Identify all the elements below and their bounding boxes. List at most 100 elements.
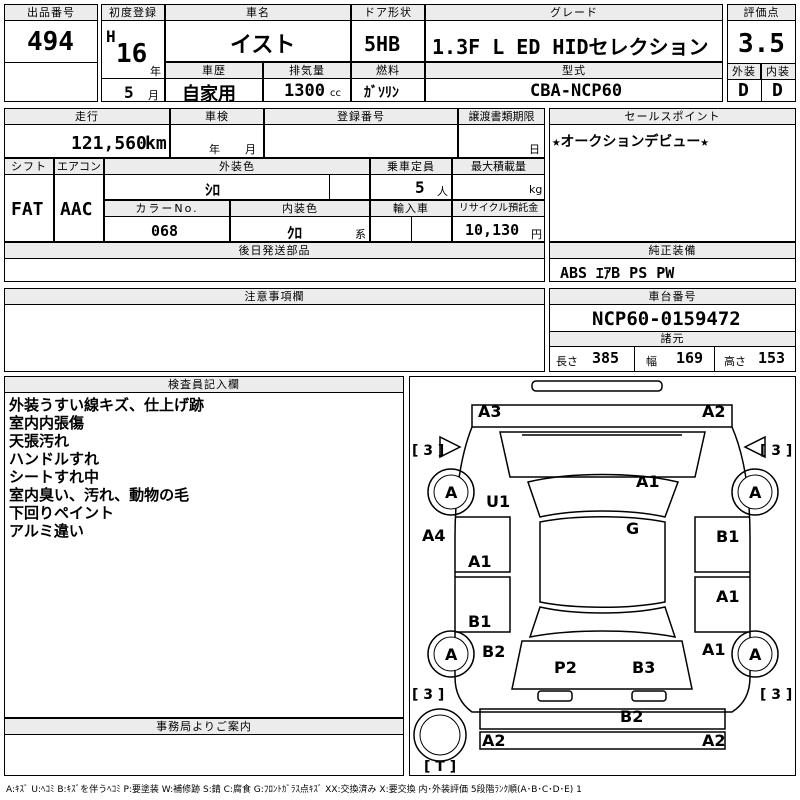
displacement: 1300 xyxy=(284,81,325,101)
displacement-cell: 排気量 1300 cc xyxy=(263,62,351,102)
spec-label: 諸元 xyxy=(549,331,796,347)
exterior-score: D xyxy=(738,80,749,101)
registration-number-label: 登録番号 xyxy=(265,109,457,125)
mark-a2-rear-right: A2 xyxy=(702,731,726,750)
tread-rear-right: [ 3 ] xyxy=(760,687,792,703)
chassis-number-label: 車台番号 xyxy=(550,289,795,305)
tire-rear-right-mark: A xyxy=(749,645,762,664)
shift: FAT xyxy=(11,199,44,220)
fuel: ｶﾞｿﾘﾝ xyxy=(364,85,399,101)
mark-b1-right: B1 xyxy=(716,527,739,546)
inspector-note-line: 室内臭い、汚れ、動物の毛 xyxy=(9,486,190,504)
inspector-note-line: 外装うすい線キズ、仕上げ跡 xyxy=(9,396,205,414)
inspection-month-unit: 月 xyxy=(245,143,256,156)
inspector-note-line: 室内内張傷 xyxy=(9,414,85,432)
interior-label: 内装 xyxy=(761,64,795,80)
overall-score: 3.5 xyxy=(738,29,785,59)
width: 169 xyxy=(676,349,704,367)
sales-point: ★オークションデビュー★ xyxy=(552,134,709,150)
inspector-notes-cell: 検査員記入欄 外装うすい線キズ、仕上げ跡室内内張傷天張汚れハンドルすれシートすれ… xyxy=(4,376,404,718)
aircon: AAC xyxy=(60,199,93,220)
grade-label: グレード xyxy=(426,5,722,21)
recycle-label: リサイクル預託金 xyxy=(453,201,544,217)
inspector-notes-list: 外装うすい線キズ、仕上げ跡室内内張傷天張汚れハンドルすれシートすれ中室内臭い、汚… xyxy=(9,396,204,540)
inspector-note-line: アルミ違い xyxy=(9,522,84,540)
genuine-equipment: ABS ｴｱB PS PW xyxy=(560,264,675,282)
interior-color-label: 内装色 xyxy=(231,201,369,217)
inspection-label: 車検 xyxy=(171,109,263,125)
registration-year: 16 xyxy=(116,39,148,69)
car-name: イスト xyxy=(230,33,296,58)
mark-a1-right2: A1 xyxy=(702,640,726,659)
sales-point-label: セールスポイント xyxy=(550,109,795,125)
displacement-label: 排気量 xyxy=(264,63,350,79)
history-cell: 車歴 自家用 xyxy=(165,62,263,105)
mark-a2-top: A2 xyxy=(702,402,726,421)
mark-a4: A4 xyxy=(422,526,446,545)
genuine-equipment-label: 純正装備 xyxy=(550,243,795,259)
inspection-cell: 車検 年 月 xyxy=(170,108,264,158)
chassis-number: NCP60-0159472 xyxy=(592,308,741,330)
recycle-deposit: 10,130 xyxy=(465,221,520,239)
mark-b1-left: B1 xyxy=(468,612,491,631)
tire-front-right-mark: A xyxy=(749,483,762,502)
first-registration-cell: 初度登録 H 16 年 5 月 xyxy=(101,4,165,102)
car-name-label: 車名 xyxy=(166,5,350,21)
door-type: 5HB xyxy=(364,32,401,56)
tread-rear-left: [ 3 ] xyxy=(412,687,444,703)
mark-b2-left: B2 xyxy=(482,642,505,661)
tread-front-right: [ 3 ] xyxy=(760,443,792,459)
mark-a3: A3 xyxy=(478,402,502,421)
mileage-cell: 走行 121,560 km xyxy=(4,108,170,158)
registration-era: H xyxy=(106,27,116,46)
exterior-color-label: 外装色 xyxy=(105,159,369,175)
spare-tire-mark: [ T ] xyxy=(424,759,456,775)
max-load-cell: 最大積載量 kg xyxy=(452,158,545,200)
interior-color-unit: 系 xyxy=(355,228,366,241)
interior-score: D xyxy=(772,80,783,101)
lot-number-cell: 出品番号 494 xyxy=(4,4,98,102)
fuel-cell: 燃料 ｶﾞｿﾘﾝ xyxy=(351,62,425,102)
shift-label: シフト xyxy=(5,159,53,175)
color-number: 068 xyxy=(151,222,179,240)
aircon-cell: エアコン AAC xyxy=(54,158,104,242)
width-label: 幅 xyxy=(646,355,657,368)
first-registration-label: 初度登録 xyxy=(102,5,164,21)
mark-b3: B3 xyxy=(632,658,655,677)
capacity-unit: 人 xyxy=(437,185,448,198)
car-name-cell: 車名 イスト xyxy=(165,4,351,62)
sales-point-cell: セールスポイント ★オークションデビュー★ xyxy=(549,108,796,242)
interior-color-cell: 内装色 ｸﾛ 系 xyxy=(230,200,370,242)
import-cell: 輸入車 xyxy=(370,200,452,242)
color-number-cell: カラーNo. 068 xyxy=(104,200,230,242)
mark-b2-rear: B2 xyxy=(620,707,643,726)
height: 153 xyxy=(758,349,786,367)
inspector-note-line: 天張汚れ xyxy=(9,432,70,450)
mark-p2: P2 xyxy=(554,658,577,677)
inspector-note-line: シートすれ中 xyxy=(9,468,100,486)
tire-front-left-mark: A xyxy=(445,483,458,502)
recycle-cell: リサイクル預託金 10,130 円 xyxy=(452,200,545,242)
mark-a2-rear-left: A2 xyxy=(482,731,506,750)
month-unit: 月 xyxy=(148,89,159,102)
transfer-day-unit: 日 xyxy=(529,143,540,156)
tread-front-left: [ 3 ] xyxy=(412,443,444,459)
score-label: 評価点 xyxy=(728,5,795,21)
damage-diagram-cell: A3 A2 U1 A1 G A4 A1 B1 B2 B1 A1 A1 P2 B3… xyxy=(409,376,796,776)
model-label: 型式 xyxy=(426,63,722,79)
legend: A:ｷｽﾞ U:ﾍｺﾐ B:ｷｽﾞを伴うﾍｺﾐ P:要塗装 W:補修跡 S:錆 … xyxy=(6,785,582,795)
height-label: 高さ xyxy=(724,355,746,368)
interior-color: ｸﾛ xyxy=(287,224,303,242)
mileage-unit: km xyxy=(145,133,167,154)
recycle-unit: 円 xyxy=(531,228,542,241)
transfer-deadline-label: 譲渡書類期限 xyxy=(459,109,544,125)
max-load-label: 最大積載量 xyxy=(453,159,544,175)
length: 385 xyxy=(592,349,620,367)
car-damage-diagram: A3 A2 U1 A1 G A4 A1 B1 B2 B1 A1 A1 P2 B3… xyxy=(412,380,792,775)
inspector-note-line: ハンドルすれ xyxy=(9,450,100,468)
color-number-label: カラーNo. xyxy=(105,201,229,217)
capacity-label: 乗車定員 xyxy=(371,159,451,175)
mileage: 121,560 xyxy=(71,133,147,154)
model-code: CBA-NCP60 xyxy=(530,81,623,101)
genuine-equipment-cell: 純正装備 ABS ｴｱB PS PW xyxy=(549,242,796,282)
